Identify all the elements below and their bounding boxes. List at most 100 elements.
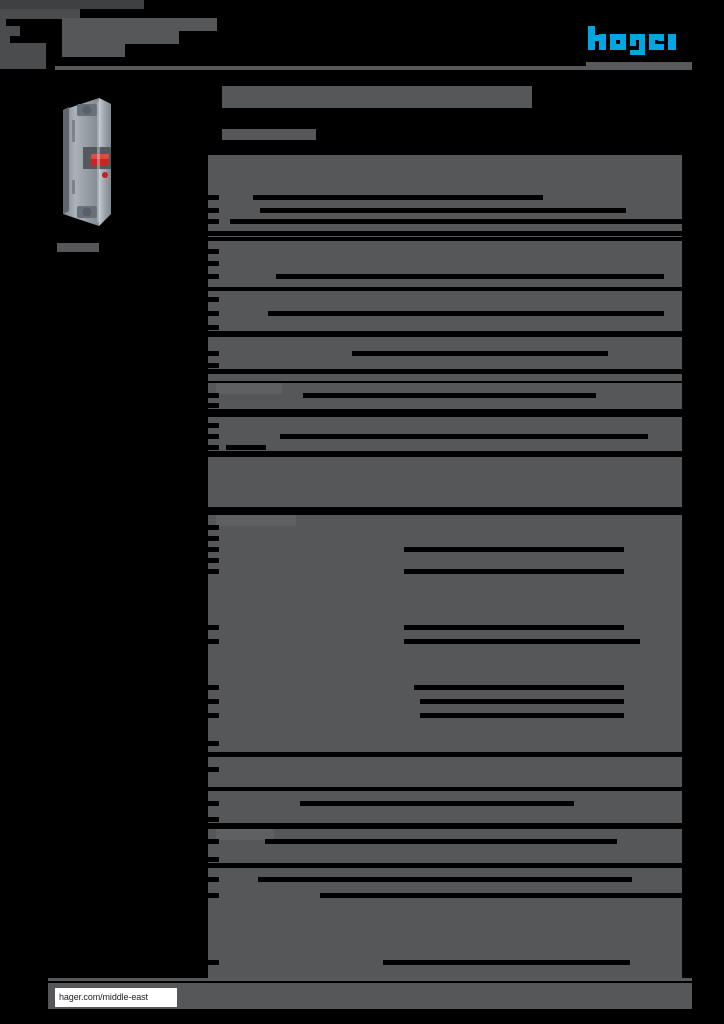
spec-row-indent-marker (208, 434, 219, 439)
spec-row-indent-marker (208, 741, 219, 746)
header-title-line-3 (62, 44, 125, 57)
spec-row-leader (280, 434, 648, 439)
spec-row (208, 297, 682, 302)
spec-row-indent-marker (208, 569, 219, 574)
spec-row-indent-marker (208, 685, 219, 690)
spec-row-indent-marker (208, 558, 219, 563)
spec-row-indent-marker (208, 536, 219, 541)
spec-row-indent-marker (208, 699, 219, 704)
spec-row (208, 817, 682, 822)
spec-row-indent-marker (208, 960, 219, 965)
spec-row (208, 195, 682, 200)
footer-url-link[interactable]: hager.com/middle-east (55, 988, 177, 1007)
spec-row-leader (404, 625, 624, 630)
footer-redaction-left (0, 0, 144, 9)
spec-row-leader (265, 839, 617, 844)
spec-row-leader (268, 311, 664, 316)
spec-row-leader (383, 960, 630, 965)
spec-row (208, 699, 682, 704)
spec-row-indent-marker (208, 261, 219, 266)
spec-row (208, 685, 682, 690)
spec-row (208, 311, 682, 316)
spec-row-indent-marker (208, 445, 219, 450)
spec-row-leader (320, 893, 682, 898)
page-title (222, 86, 532, 108)
spec-row (208, 713, 682, 718)
spec-section (208, 457, 682, 507)
spec-row-indent-marker (208, 403, 219, 408)
spec-row-leader (260, 208, 626, 213)
footer-center-text-3 (0, 26, 20, 36)
footer-center-text-4 (0, 36, 10, 43)
spec-row-indent-marker (208, 423, 219, 428)
spec-section-heading (216, 829, 274, 840)
spec-section-separator (208, 409, 682, 414)
spec-section (208, 291, 682, 336)
spec-row-indent-marker (208, 219, 219, 224)
spec-row-indent-marker (208, 274, 219, 279)
spec-row (208, 960, 682, 965)
footer-page-number (0, 43, 46, 69)
spec-row (208, 639, 682, 644)
spec-row-indent-marker (208, 297, 219, 302)
spec-row-indent-marker (208, 351, 219, 356)
spec-row (208, 893, 682, 898)
spec-row (208, 274, 682, 279)
spec-row (208, 801, 682, 806)
spec-row-indent-marker (208, 767, 219, 772)
spec-row-leader (404, 639, 640, 644)
spec-row-indent-marker (208, 547, 219, 552)
spec-row (208, 423, 682, 428)
spec-section-separator (208, 331, 682, 336)
spec-row-indent-marker (208, 839, 219, 844)
spec-section (208, 337, 682, 381)
footer-center-text-1 (0, 9, 80, 19)
logo-underline (586, 62, 692, 69)
spec-row-leader (300, 801, 574, 806)
spec-row-indent-marker (208, 639, 219, 644)
spec-row-leader (303, 393, 596, 398)
spec-section-heading (216, 383, 282, 394)
spec-row (208, 547, 682, 552)
spec-section (208, 417, 682, 456)
spec-row (208, 525, 682, 530)
header-title-line-2 (62, 31, 179, 44)
spec-row-leader (404, 547, 624, 552)
spec-row (208, 877, 682, 882)
spec-row-indent-marker (208, 625, 219, 630)
spec-row-indent-marker (208, 817, 219, 822)
spec-row-indent-marker (208, 877, 219, 882)
header-title-line-1 (62, 18, 217, 31)
spec-section-separator (208, 231, 682, 236)
spec-row-indent-marker (208, 311, 219, 316)
spec-row-leader (276, 274, 664, 279)
spec-row-leader (258, 877, 632, 882)
spec-row (208, 434, 682, 439)
spec-section (208, 791, 682, 828)
spec-row (208, 208, 682, 213)
spec-row (208, 325, 682, 330)
spec-row-leader (253, 195, 543, 200)
spec-row-indent-marker (208, 249, 219, 254)
spec-section-separator (208, 369, 682, 374)
footer-divider (48, 978, 692, 981)
spec-row-indent-marker (208, 325, 219, 330)
hager-logo (588, 26, 676, 56)
spec-section-separator (208, 863, 682, 868)
product-photo-caption (57, 243, 99, 252)
spec-row (208, 445, 682, 450)
spec-row (208, 249, 682, 254)
spec-row-leader (226, 445, 266, 450)
spec-row (208, 569, 682, 574)
spec-section (208, 515, 682, 787)
spec-row-leader (420, 713, 624, 718)
spec-section (208, 383, 682, 414)
spec-row-indent-marker (208, 393, 219, 398)
spec-row-indent-marker (208, 208, 219, 213)
spec-row (208, 363, 682, 368)
spec-row (208, 625, 682, 630)
spec-row (208, 767, 682, 772)
spec-row (208, 393, 682, 398)
